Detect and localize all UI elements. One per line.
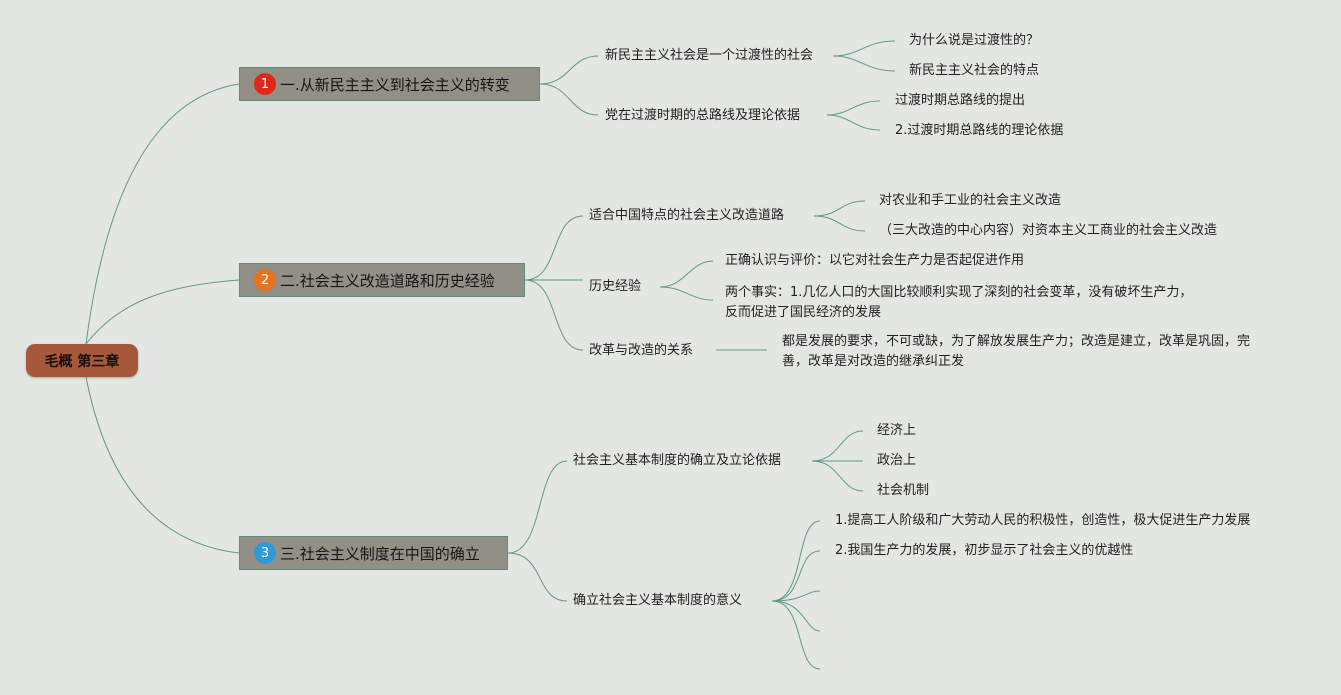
subtopic-1-2-2[interactable]: 2.过渡时期总路线的理论依据 [895, 123, 1064, 138]
subtopic-2-1-2[interactable]: （三大改造的中心内容）对资本主义工商业的社会主义改造 [879, 223, 1218, 238]
subtopic-1-1-2[interactable]: 新民主主义社会的特点 [909, 63, 1040, 78]
root-label: 毛概 第三章 [44, 353, 120, 370]
subtopic-2-2-1[interactable]: 正确认识与评价：以它对社会生产力是否起促进作用 [725, 253, 1025, 268]
subtopic-3-1-3[interactable]: 社会机制 [877, 483, 930, 498]
branch-3[interactable]: 3 三.社会主义制度在中国的确立 [239, 536, 508, 570]
subtopic-2-3-1[interactable]: 都是发展的要求，不可或缺，为了解放发展生产力；改造是建立，改革是巩固，完善，改革… [782, 334, 1251, 369]
branch-2[interactable]: 2 二.社会主义改造道路和历史经验 [239, 263, 525, 297]
branch-2-label: 二.社会主义改造道路和历史经验 [280, 271, 495, 290]
root-node[interactable]: 毛概 第三章 [26, 344, 138, 377]
branch-1[interactable]: 1 一.从新民主主义到社会主义的转变 [239, 67, 540, 101]
branch-1-label: 一.从新民主主义到社会主义的转变 [280, 75, 510, 94]
subtopic-1-2-1[interactable]: 过渡时期总路线的提出 [895, 93, 1026, 108]
topic-1-2[interactable]: 党在过渡时期的总路线及理论依据 [605, 108, 801, 123]
topic-3-1[interactable]: 社会主义基本制度的确立及立论依据 [573, 453, 782, 468]
topic-3-2[interactable]: 确立社会主义基本制度的意义 [573, 593, 743, 608]
subtopic-3-1-2[interactable]: 政治上 [877, 453, 917, 468]
number-badge-1: 1 [254, 73, 276, 95]
subtopic-2-1-1[interactable]: 对农业和手工业的社会主义改造 [879, 193, 1062, 208]
subtopic-2-2-2[interactable]: 两个事实：1.几亿人口的大国比较顺利实现了深刻的社会变革，没有破坏生产力，反而促… [725, 285, 1193, 320]
topic-1-1[interactable]: 新民主主义社会是一个过渡性的社会 [605, 48, 814, 63]
number-badge-3: 3 [254, 542, 276, 564]
number-badge-2: 2 [254, 269, 276, 291]
subtopic-3-2-1[interactable]: 1.提高工人阶级和广大劳动人民的积极性，创造性，极大促进生产力发展 [835, 513, 1251, 528]
subtopic-3-1-1[interactable]: 经济上 [877, 423, 917, 438]
subtopic-3-2-2[interactable]: 2.我国生产力的发展，初步显示了社会主义的优越性 [835, 543, 1134, 558]
branch-3-label: 三.社会主义制度在中国的确立 [280, 544, 480, 563]
topic-2-3[interactable]: 改革与改造的关系 [589, 343, 694, 358]
topic-2-1[interactable]: 适合中国特点的社会主义改造道路 [589, 208, 785, 223]
subtopic-1-1-1[interactable]: 为什么说是过渡性的？ [909, 33, 1040, 48]
topic-2-2[interactable]: 历史经验 [589, 279, 642, 294]
